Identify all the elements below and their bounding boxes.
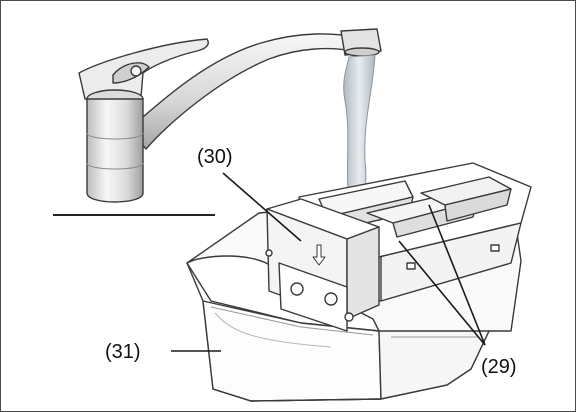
filter-block-30: [265, 198, 380, 332]
leader-30: [222, 172, 302, 242]
water-stream: [343, 54, 376, 200]
faucet-spout: [128, 28, 382, 150]
leader-29a: [398, 240, 486, 346]
callout-29: (29): [481, 356, 517, 378]
leader-lines: [171, 172, 486, 352]
leader-29b: [428, 204, 486, 346]
callout-31: (31): [105, 341, 141, 363]
callout-30: (30): [197, 146, 233, 168]
faucet-body: [78, 38, 209, 203]
